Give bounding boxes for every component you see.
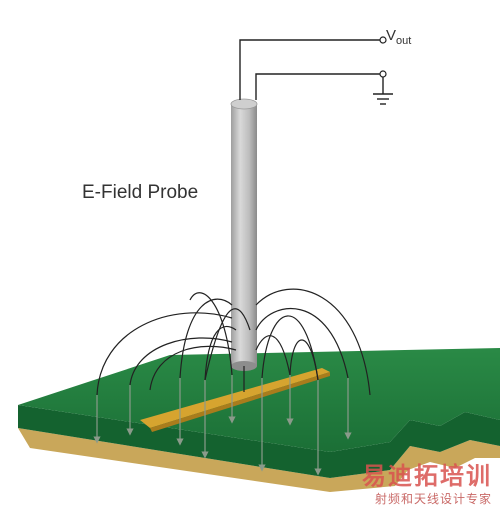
field-arrows bbox=[93, 375, 352, 476]
vout-terminal bbox=[379, 36, 387, 44]
vout-label: Vout bbox=[386, 27, 411, 47]
output-wires bbox=[239, 39, 384, 100]
probe-label: E-Field Probe bbox=[82, 182, 198, 203]
board-bottom-layer bbox=[18, 428, 500, 492]
ground-icon bbox=[373, 93, 393, 105]
watermark: 易迪拓培训 射频和天线设计专家 bbox=[362, 462, 492, 507]
ground-node bbox=[379, 70, 387, 78]
watermark-sub: 射频和天线设计专家 bbox=[374, 492, 492, 506]
field-lines bbox=[96, 288, 371, 396]
watermark-main: 易迪拓培训 bbox=[362, 462, 492, 490]
board-top-surface bbox=[18, 348, 500, 452]
probe-cylinder bbox=[230, 98, 258, 392]
pcb-board bbox=[18, 348, 500, 492]
board-side-edge bbox=[18, 405, 500, 478]
copper-trace bbox=[140, 368, 330, 432]
